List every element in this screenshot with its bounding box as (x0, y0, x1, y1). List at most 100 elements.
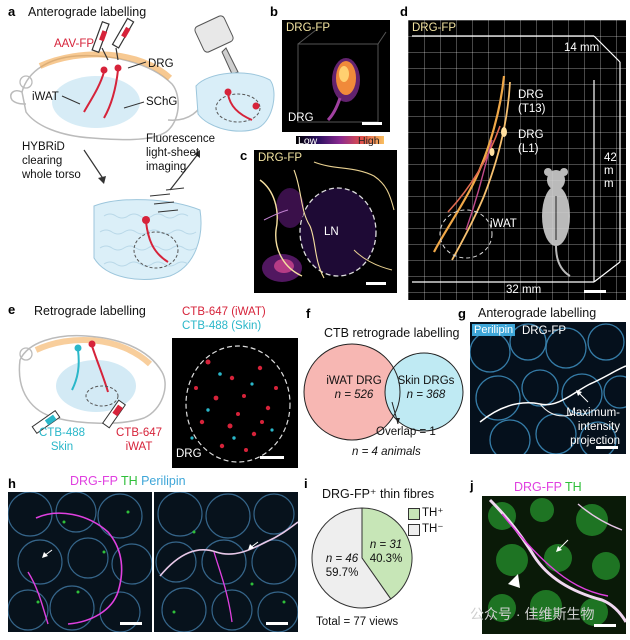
pie-label-pos: n = 31 40.3% (364, 538, 408, 566)
iwat-fat-pad (52, 76, 140, 128)
panel-e-image: DRG (172, 338, 298, 468)
label-ctb488-skin: CTB-488 (Skin) (182, 320, 262, 332)
panel-e-illustration (18, 334, 166, 435)
pie-label-neg: n = 46 59.7% (320, 552, 364, 580)
pie-slice-th-pos (361, 507, 413, 600)
panel-g-drg-fp: DRG-FP (522, 325, 567, 337)
venn-left-label: iWAT DRG n = 526 (312, 374, 396, 402)
fluor-line-2: light-sheet (146, 147, 200, 159)
venn-diagram (303, 343, 464, 441)
scale-bar (594, 624, 616, 627)
scale-bar (266, 622, 288, 625)
label-ctb488-skin-left: CTB-488 Skin (34, 426, 90, 454)
ctb488-line-2: Skin (50, 441, 74, 453)
hybrid-line-2: clearing (22, 155, 63, 167)
legend-th: TH (564, 480, 582, 494)
drg-t13-line-2: (T13) (518, 103, 546, 115)
panel-d-title: DRG-FP (412, 22, 457, 34)
mip-line-3: projection (570, 435, 620, 447)
pie-neg-pct: 59.7% (325, 567, 359, 579)
panel-d-image: DRG-FP 14 mm 42 mm 32 mm DRG (T13) DRG (… (408, 20, 626, 300)
venn-overlap: Overlap = 1 (376, 426, 436, 438)
fluor-line-3: imaging (146, 161, 187, 173)
panel-h-image-right (154, 492, 298, 632)
mip-line-1: Maximum- (566, 407, 620, 419)
drg-l1-line-2: (L1) (518, 143, 539, 155)
label-schg: SChG (146, 96, 178, 108)
panel-c-ln: LN (324, 226, 339, 238)
ctb488-line-1: CTB-488 (38, 427, 86, 439)
label-aav-fp: AAV-FP (54, 38, 95, 50)
panel-letter-e: e (8, 302, 16, 317)
venn-left-n: n = 526 (334, 389, 374, 401)
scale-bar (596, 446, 618, 449)
panel-g-perilipin: Perilipin (472, 324, 516, 336)
venn-left-circle (304, 344, 400, 440)
legend-perilipin: Perilipin (141, 474, 186, 488)
label-ctb647-iwat-left: CTB-647 iWAT (108, 426, 170, 454)
label-hybrid: HYBRiD clearing whole torso (22, 140, 81, 182)
pie-slice-th-neg (311, 507, 392, 609)
panel-h-legend: DRG-FP TH Perilipin (70, 474, 186, 488)
panel-a-illustration (10, 17, 207, 280)
hybrid-line-1: HYBRiD (22, 141, 65, 153)
panel-letter-a: a (8, 4, 16, 19)
panel-g-title: Anterograde labelling (478, 306, 597, 320)
panel-letter-g: g (458, 306, 466, 321)
pie-total: Total = 77 views (316, 616, 399, 628)
scale-bar (120, 622, 142, 625)
panel-letter-d: d (400, 4, 408, 19)
drg-t13-line-1: DRG (518, 89, 544, 101)
panel-e-title: Retrograde labelling (34, 304, 146, 318)
venn-animals: n = 4 animals (352, 446, 421, 458)
panel-g-mip: Maximum- intensity projection (540, 406, 620, 448)
cleared-torso (93, 199, 202, 280)
microscope-illustration (194, 15, 275, 132)
label-iwat: iWAT (32, 91, 59, 103)
fluor-line-1: Fluorescence (146, 133, 216, 145)
venn-left-title: iWAT DRG (326, 375, 382, 387)
pie-chart (311, 507, 413, 609)
mouse-silhouette-icon (542, 168, 571, 277)
mip-line-2: intensity (577, 421, 620, 433)
panel-letter-f: f (306, 306, 311, 321)
venn-right-n: n = 368 (406, 389, 446, 401)
hybrid-line-3: whole torso (22, 169, 81, 181)
colorbar-high: High (358, 135, 380, 147)
arrowhead-icon (508, 574, 520, 588)
ctb647-line-1: CTB-647 (115, 427, 163, 439)
label-iwat: iWAT (490, 218, 517, 230)
pie-slices (311, 507, 413, 609)
legend-th-pos: TH⁺ (422, 507, 444, 519)
dim-bottom: 32 mm (506, 284, 542, 296)
panel-j-legend: DRG-FP TH (514, 480, 582, 494)
dim-top: 14 mm (564, 42, 600, 54)
label-fluorescence: Fluorescence light-sheet imaging (146, 132, 215, 174)
label-drg-l1: DRG (L1) (518, 128, 544, 156)
venn-right-label: Skin DRGs n = 368 (388, 374, 464, 402)
panel-b-title: DRG-FP (286, 22, 331, 34)
scale-bar (584, 290, 606, 293)
watermark: 公众号 · 佳维斯生物 (470, 606, 595, 622)
label-drg-t13: DRG (T13) (518, 88, 545, 116)
legend-th-neg: TH⁻ (422, 523, 444, 535)
legend-swatch-th-neg (408, 524, 420, 536)
scale-bar (362, 122, 382, 125)
panel-letter-h: h (8, 476, 16, 491)
legend-swatch-th-pos (408, 508, 420, 520)
colorbar-low: Low (298, 135, 318, 147)
syringe-icon (31, 399, 127, 435)
ctb647-line-2: iWAT (125, 441, 153, 453)
pie-pos-pct: 40.3% (369, 553, 403, 565)
panel-c-title: DRG-FP (258, 152, 303, 164)
panel-letter-c: c (240, 148, 248, 163)
label-drg: DRG (148, 58, 174, 70)
panel-letter-j: j (470, 478, 474, 493)
pie-neg-n: n = 46 (325, 553, 359, 565)
pie-pos-n: n = 31 (369, 539, 403, 551)
panel-h-image-left (8, 492, 152, 632)
venn-right-circle (384, 352, 464, 432)
drg-l1-line-1: DRG (518, 129, 544, 141)
panel-c-image: DRG-FP LN (254, 150, 397, 293)
panel-j-image (482, 496, 626, 634)
